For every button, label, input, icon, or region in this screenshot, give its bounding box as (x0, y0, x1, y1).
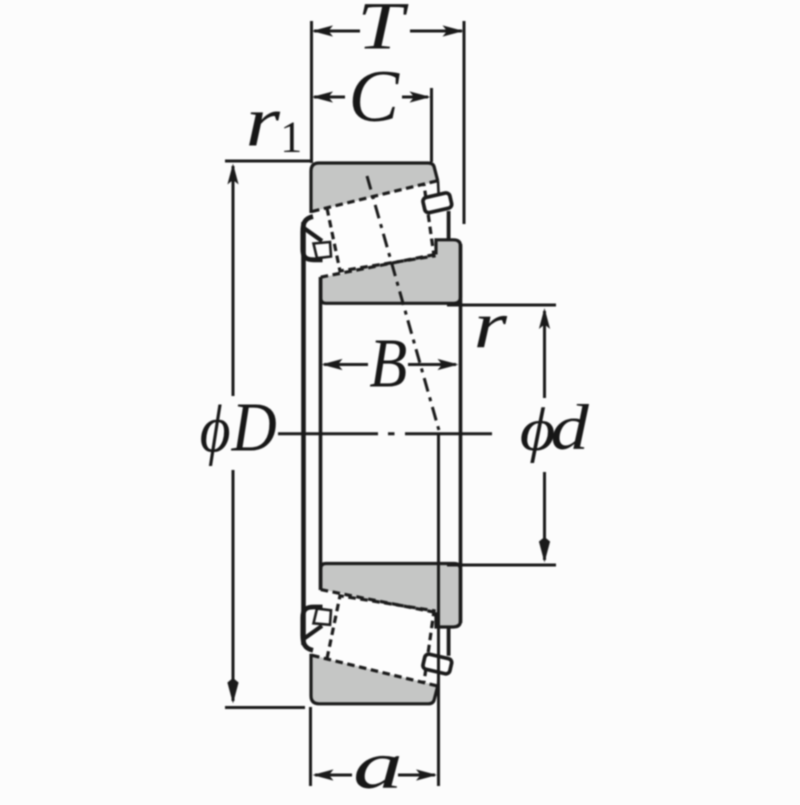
svg-text:ϕ: ϕ (200, 391, 231, 467)
svg-text:B: B (369, 325, 407, 402)
svg-text:a: a (353, 728, 403, 800)
svg-text:T: T (357, 0, 409, 64)
svg-text:D: D (231, 390, 277, 467)
svg-text:d: d (551, 392, 590, 463)
svg-text:C: C (349, 56, 401, 138)
svg-text:1: 1 (280, 112, 302, 161)
svg-text:ϕ: ϕ (520, 396, 556, 463)
svg-text:r: r (246, 82, 281, 161)
svg-text:r: r (474, 288, 509, 363)
